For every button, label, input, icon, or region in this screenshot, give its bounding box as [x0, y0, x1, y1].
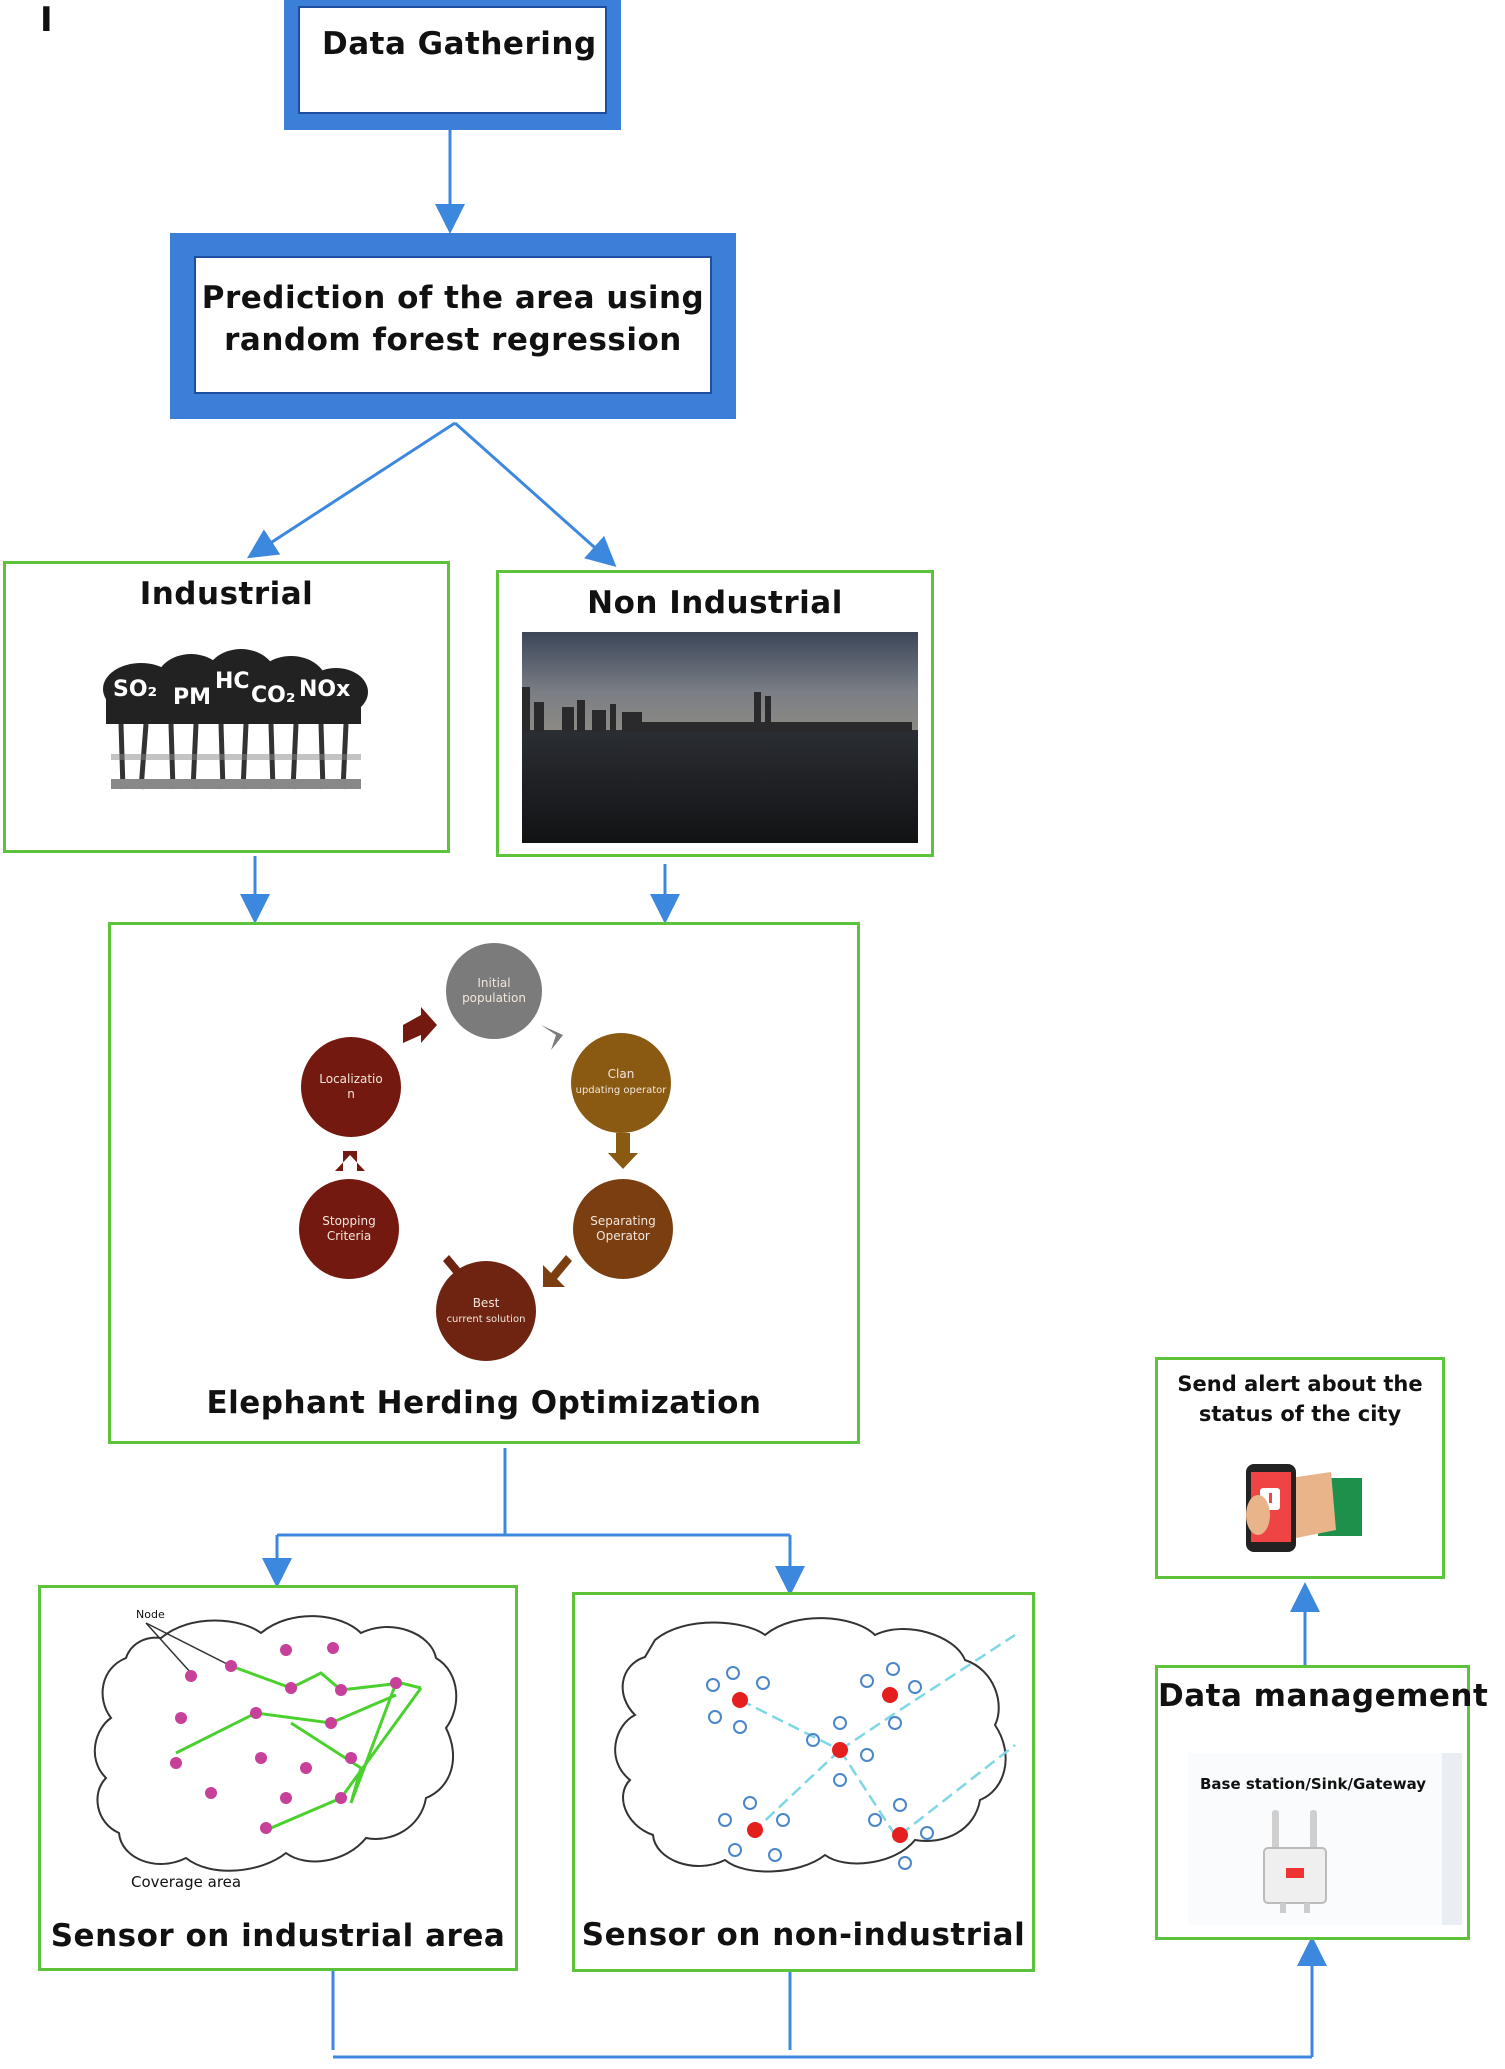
- pollutant-label-hc: HC: [215, 669, 250, 694]
- cycle-label-separating-1: Separating: [590, 1214, 656, 1228]
- sensor-non-industrial-diagram: [614, 1617, 1016, 1873]
- non-industrial-label: Non Industrial: [587, 585, 843, 621]
- cycle-label-stopping-2: Criteria: [327, 1229, 371, 1243]
- eho-label: Elephant Herding Optimization: [206, 1385, 762, 1421]
- alert-label-line2: status of the city: [1198, 1402, 1402, 1426]
- non-industrial-box: Non Industrial: [496, 570, 934, 857]
- pollutant-label-nox: NOx: [299, 677, 350, 702]
- cycle-label-localization-2: n: [347, 1087, 355, 1101]
- alert-label-line1: Send alert about the: [1177, 1372, 1423, 1396]
- data-management-label: Data management: [1158, 1678, 1489, 1714]
- cycle-node-initial: [446, 943, 542, 1039]
- coverage-cloud: [93, 1615, 458, 1872]
- cycle-arrow-2: [608, 1133, 638, 1169]
- data-gathering-label: Data Gathering: [322, 26, 597, 62]
- gateway-panel: Base station/Sink/Gateway: [1188, 1753, 1462, 1925]
- cycle-label-initial-2: population: [462, 991, 526, 1005]
- cycle-label-initial-1: Initial: [477, 976, 510, 990]
- router-icon: [1263, 1810, 1327, 1913]
- smokestack-illustration: SO₂ PM HC CO₂ NOx: [103, 649, 368, 790]
- cycle-node-localization: [301, 1037, 401, 1137]
- pollutant-label-co2: CO₂: [251, 683, 295, 708]
- cycle-label-best-2: current solution: [447, 1314, 526, 1325]
- cycle-label-localization-1: Localizatio: [319, 1072, 382, 1086]
- cycle-arrow-5: [335, 1151, 365, 1171]
- cycle-node-best: [436, 1261, 536, 1361]
- cloud-outline: [614, 1617, 1007, 1873]
- industrial-label: Industrial: [139, 576, 314, 612]
- cycle-arrow-3: [543, 1255, 572, 1287]
- cycle-node-clan: [571, 1033, 671, 1133]
- gateway-label: Base station/Sink/Gateway: [1200, 1775, 1427, 1793]
- cycle-label-best-1: Best: [473, 1296, 500, 1310]
- phone-alert-icon: [1246, 1464, 1362, 1552]
- sensor-non-industrial-box: Sensor on non-industrial: [572, 1592, 1035, 1972]
- sensor-non-industrial-label: Sensor on non-industrial: [581, 1917, 1026, 1953]
- cycle-node-separating: [573, 1179, 673, 1279]
- alert-box: Send alert about the status of the city: [1155, 1357, 1445, 1579]
- arrow-predict-to-industrial: [246, 421, 456, 559]
- arrow-predict-to-nonindustrial: [454, 421, 617, 567]
- city-skyline-photo: [522, 632, 918, 843]
- pollutant-label-pm: PM: [173, 685, 211, 710]
- cycle-node-stopping: [299, 1179, 399, 1279]
- prediction-label-line2: random forest regression: [224, 322, 682, 358]
- corner-mark: I: [40, 0, 53, 40]
- cycle-arrow-6: [403, 1007, 437, 1043]
- cycle-label-clan-1: Clan: [608, 1067, 635, 1081]
- cycle-label-separating-2: Operator: [596, 1229, 650, 1243]
- cycle-arrow-1: [541, 1025, 563, 1050]
- node-annotation: Node: [136, 1608, 165, 1621]
- cycle-label-clan-2: updating operator: [576, 1085, 668, 1096]
- prediction-box: Prediction of the area using random fore…: [170, 233, 736, 419]
- data-management-box: Data management Base station/Sink/Gatewa…: [1155, 1665, 1489, 1940]
- pollutant-label-so2: SO₂: [113, 677, 157, 702]
- industrial-box: Industrial SO₂ PM: [3, 561, 450, 853]
- sensor-industrial-diagram: [93, 1615, 458, 1872]
- cycle-label-stopping-1: Stopping: [322, 1214, 375, 1228]
- coverage-annotation: Coverage area: [131, 1873, 242, 1891]
- eho-cycle-diagram: Initial population Clan updating operato…: [299, 943, 673, 1361]
- sensor-industrial-box: Node Coverage area Sensor on industrial …: [38, 1585, 518, 1971]
- data-gathering-box: Data Gathering: [284, 0, 621, 130]
- eho-box: Initial population Clan updating operato…: [108, 922, 860, 1444]
- sensor-industrial-label: Sensor on industrial area: [50, 1918, 506, 1954]
- prediction-label-line1: Prediction of the area using: [201, 280, 705, 316]
